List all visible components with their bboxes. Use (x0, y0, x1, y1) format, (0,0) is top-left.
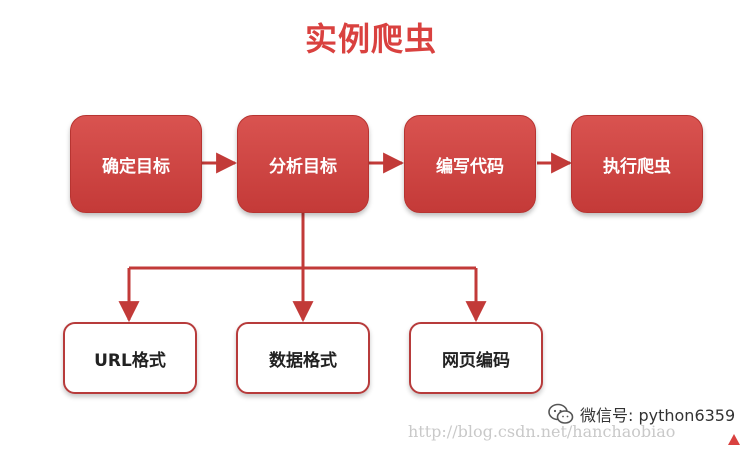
wechat-watermark: 微信号: python6359 (548, 402, 735, 426)
sub-step-box-2: 数据格式 (236, 322, 370, 394)
corner-logo-icon (728, 434, 740, 445)
step-box-4: 执行爬虫 (571, 115, 703, 213)
sub-step-box-1: URL格式 (63, 322, 197, 394)
step-box-2: 分析目标 (237, 115, 369, 213)
diagram-title: 实例爬虫 (304, 20, 437, 58)
wechat-icon (548, 403, 574, 424)
wechat-label: 微信号: python6359 (580, 406, 736, 425)
step-box-3: 编写代码 (404, 115, 536, 213)
step-box-1: 确定目标 (70, 115, 202, 213)
url-watermark: http://blog.csdn.net/hanchaobiao (408, 422, 676, 441)
sub-step-box-3: 网页编码 (409, 322, 543, 394)
